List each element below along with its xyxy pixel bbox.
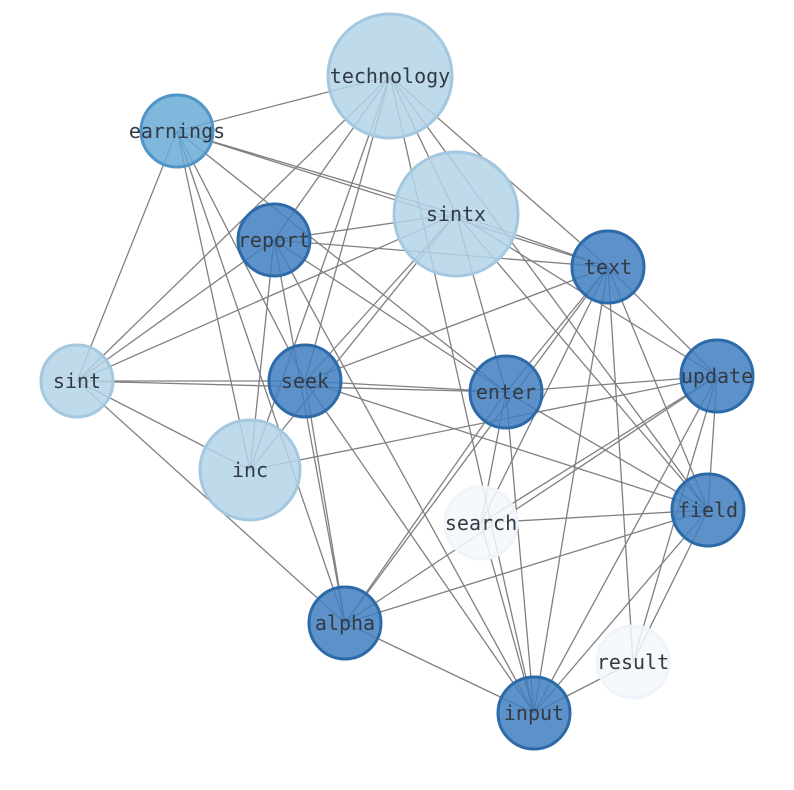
node-label-seek: seek	[281, 369, 329, 393]
node-alpha[interactable]: alpha	[307, 585, 383, 661]
edge-field-search	[480, 509, 709, 524]
edge-text-result	[607, 266, 634, 663]
node-update[interactable]: update	[679, 338, 755, 414]
node-circle-sint	[39, 343, 115, 419]
node-label-alpha: alpha	[315, 611, 375, 635]
node-circle-inc	[198, 418, 302, 522]
edge-update-alpha	[344, 375, 718, 624]
edge-enter-input	[505, 391, 535, 714]
node-circle-technology	[326, 12, 454, 140]
edge-sintx-sint	[76, 213, 457, 382]
edge-update-search	[480, 375, 718, 524]
node-label-technology: technology	[330, 64, 450, 88]
node-circle-report	[236, 202, 312, 278]
node-text[interactable]: text	[570, 229, 646, 305]
node-label-inc: inc	[232, 458, 268, 482]
node-circle-enter	[468, 354, 544, 430]
node-circle-input	[496, 675, 572, 751]
node-circle-sintx	[392, 150, 520, 278]
node-label-report: report	[238, 228, 310, 252]
edge-enter-alpha	[344, 391, 507, 624]
edge-report-alpha	[273, 239, 346, 624]
node-search[interactable]: search	[443, 485, 519, 561]
edge-sintx-field	[455, 213, 709, 511]
node-seek[interactable]: seek	[267, 343, 343, 419]
node-report[interactable]: report	[236, 202, 312, 278]
node-circle-field	[670, 472, 746, 548]
node-label-field: field	[678, 498, 738, 522]
edge-seek-field	[304, 380, 709, 511]
edge-earnings-enter	[176, 130, 507, 393]
node-label-update: update	[681, 364, 753, 388]
node-circle-result	[595, 624, 671, 700]
node-circle-seek	[267, 343, 343, 419]
node-result[interactable]: result	[595, 624, 671, 700]
edge-text-search	[480, 266, 609, 524]
node-earnings[interactable]: earnings	[129, 93, 225, 169]
node-label-earnings: earnings	[129, 119, 225, 143]
node-label-text: text	[584, 255, 632, 279]
node-label-sint: sint	[53, 369, 101, 393]
node-circle-earnings	[139, 93, 215, 169]
node-sintx[interactable]: sintx	[392, 150, 520, 278]
nodes-layer: technology earnings sintx report text sint see…	[39, 12, 755, 751]
edge-report-input	[273, 239, 535, 714]
node-field[interactable]: field	[670, 472, 746, 548]
edges-layer	[76, 75, 718, 714]
node-circle-search	[443, 485, 519, 561]
edge-earnings-text	[176, 130, 609, 268]
node-circle-alpha	[307, 585, 383, 661]
node-label-search: search	[445, 511, 517, 535]
edge-seek-input	[304, 380, 535, 714]
node-input[interactable]: input	[496, 675, 572, 751]
node-sint[interactable]: sint	[39, 343, 115, 419]
edge-report-enter	[273, 239, 507, 393]
node-circle-update	[679, 338, 755, 414]
node-enter[interactable]: enter	[468, 354, 544, 430]
edge-earnings-sint	[76, 130, 178, 382]
node-label-enter: enter	[476, 380, 536, 404]
node-inc[interactable]: inc	[198, 418, 302, 522]
edge-earnings-alpha	[176, 130, 346, 624]
edge-update-inc	[249, 375, 718, 471]
edge-text-alpha	[344, 266, 609, 624]
node-label-sintx: sintx	[426, 202, 486, 226]
edge-earnings-inc	[176, 130, 251, 471]
node-technology[interactable]: technology	[326, 12, 454, 140]
edge-field-input	[533, 509, 709, 714]
node-label-result: result	[597, 650, 669, 674]
edge-seek-alpha	[304, 380, 346, 624]
edge-technology-sint	[76, 75, 391, 382]
edge-text-seek	[304, 266, 609, 382]
edge-update-input	[533, 375, 718, 714]
edge-technology-field	[389, 75, 709, 511]
edge-field-alpha	[344, 509, 709, 624]
edge-text-input	[533, 266, 609, 714]
node-label-input: input	[504, 701, 564, 725]
node-circle-text	[570, 229, 646, 305]
edge-report-sint	[76, 239, 275, 382]
edge-technology-inc	[249, 75, 391, 471]
